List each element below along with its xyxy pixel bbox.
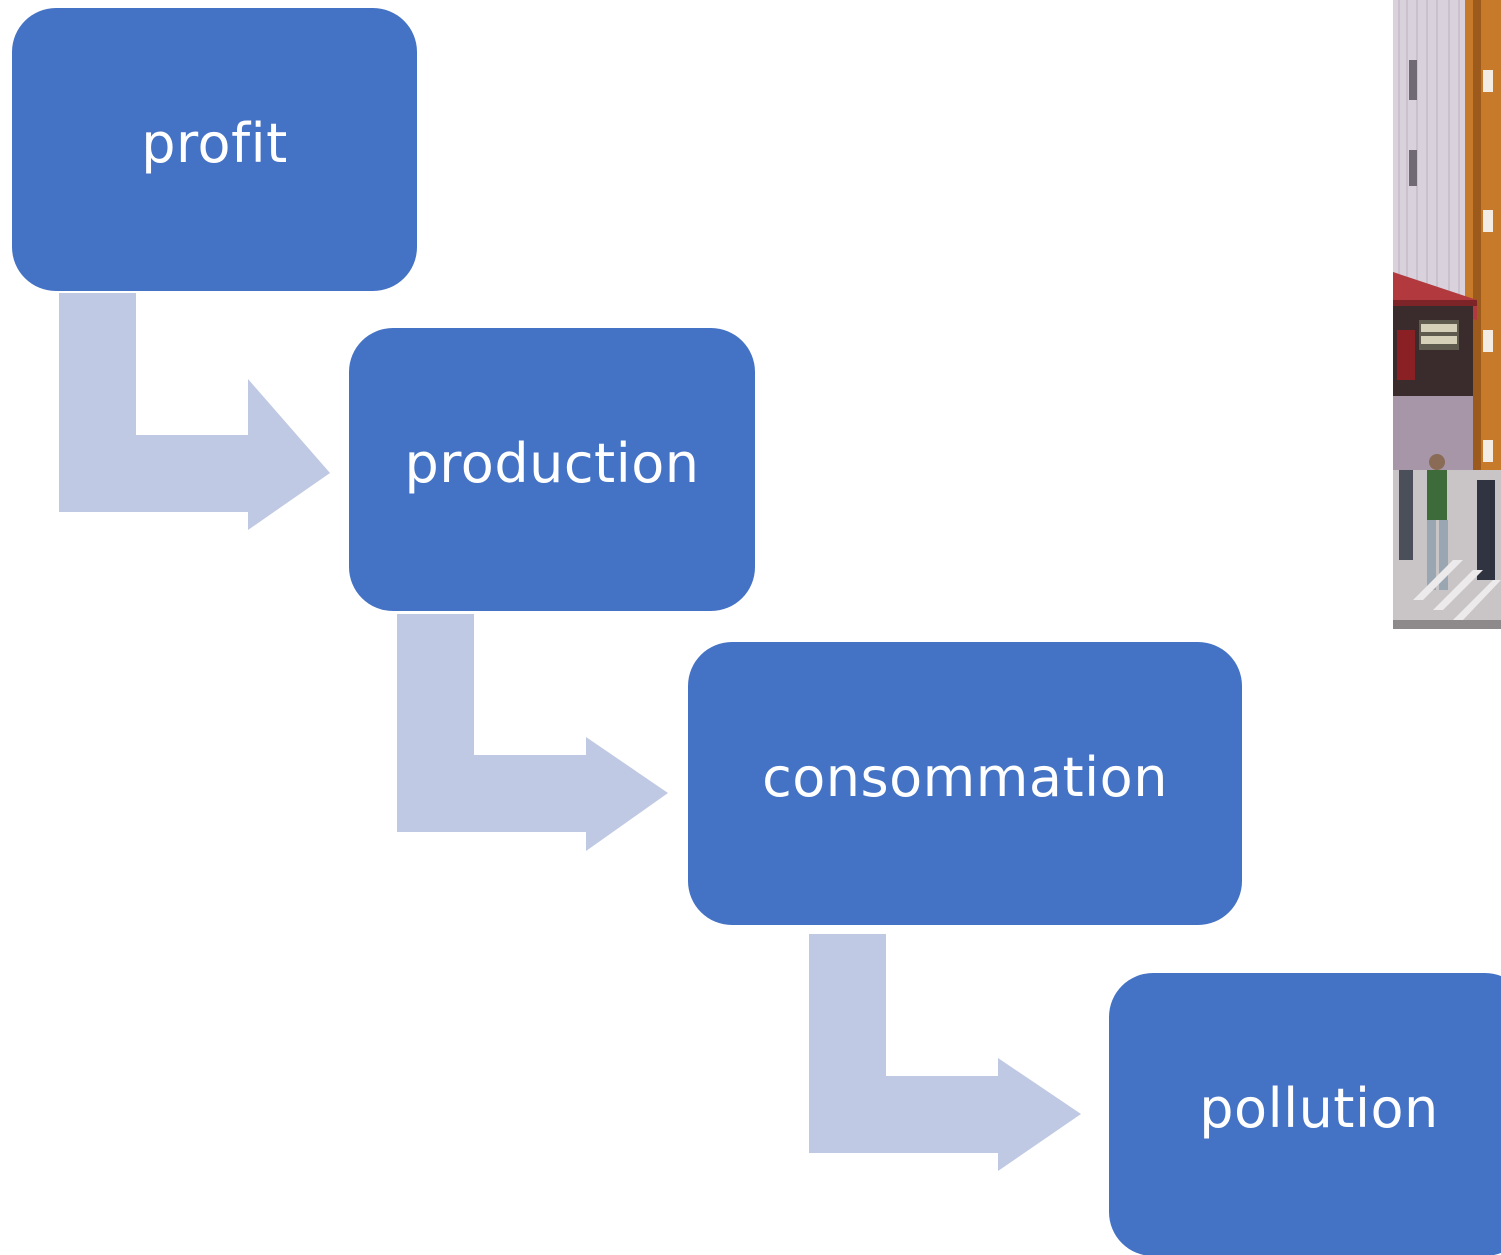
step-pollution: pollution	[1109, 973, 1501, 1255]
arrow-production-to-consommation	[397, 614, 668, 851]
step-consommation-label: consommation	[762, 746, 1168, 809]
step-production-label: production	[404, 432, 700, 495]
arrow-profit-to-production	[59, 293, 330, 530]
step-consommation: consommation	[688, 642, 1242, 925]
street-scene-photo	[1393, 0, 1501, 629]
step-pollution-label: pollution	[1199, 1077, 1439, 1140]
arrow-consommation-to-pollution	[809, 934, 1081, 1171]
step-profit-label: profit	[141, 112, 288, 175]
step-profit: profit	[12, 8, 417, 291]
step-production: production	[349, 328, 755, 611]
